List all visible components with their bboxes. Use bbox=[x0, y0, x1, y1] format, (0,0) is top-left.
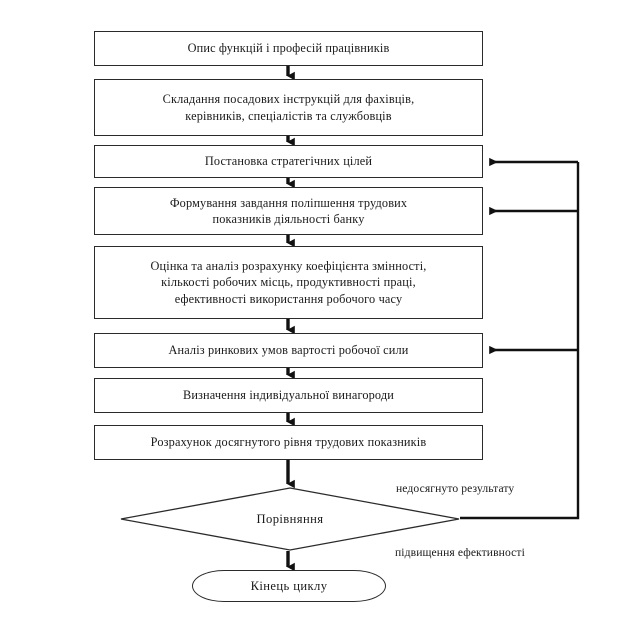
flow-node-label: Розрахунок досягнутого рівня трудових по… bbox=[150, 435, 427, 450]
edge-label-efficiency-increase: підвищення ефективності bbox=[395, 546, 525, 559]
flow-node-label: Формування завдання поліпшення трудових … bbox=[169, 195, 408, 227]
edge-label-result-not-achieved: недосягнуто результату bbox=[396, 482, 515, 495]
flow-node-strategic-goals[interactable]: Постановка стратегічних цілей bbox=[94, 145, 483, 178]
flow-node-label: Аналіз ринкових умов вартості робочої си… bbox=[168, 343, 409, 358]
flow-node-evaluation-analysis[interactable]: Оцінка та аналіз розрахунку коефіцієнта … bbox=[94, 246, 483, 319]
flow-node-label: Порівняння bbox=[256, 511, 324, 526]
flow-node-comparison-decision[interactable]: Порівняння bbox=[120, 487, 460, 551]
flow-node-label: Кінець циклу bbox=[250, 578, 328, 593]
flow-node-end-of-cycle[interactable]: Кінець циклу bbox=[192, 570, 386, 602]
flow-node-label: Постановка стратегічних цілей bbox=[204, 154, 373, 169]
flow-node-label: Визначення індивідуальної винагороди bbox=[182, 388, 395, 403]
flow-node-market-analysis[interactable]: Аналіз ринкових умов вартості робочої си… bbox=[94, 333, 483, 368]
flow-node-label: Оцінка та аналіз розрахунку коефіцієнта … bbox=[150, 258, 427, 306]
flow-node-job-instructions[interactable]: Складання посадових інструкцій для фахів… bbox=[94, 79, 483, 136]
flow-node-describe-functions[interactable]: Опис функцій і професій працівників bbox=[94, 31, 483, 66]
flow-node-individual-reward[interactable]: Визначення індивідуальної винагороди bbox=[94, 378, 483, 413]
flow-node-achieved-level[interactable]: Розрахунок досягнутого рівня трудових по… bbox=[94, 425, 483, 460]
flow-node-label: Опис функцій і професій працівників bbox=[187, 41, 390, 56]
flow-node-label: Складання посадових інструкцій для фахів… bbox=[162, 92, 415, 123]
diamond-shape-icon bbox=[120, 487, 460, 551]
flow-node-improvement-task[interactable]: Формування завдання поліпшення трудових … bbox=[94, 187, 483, 235]
